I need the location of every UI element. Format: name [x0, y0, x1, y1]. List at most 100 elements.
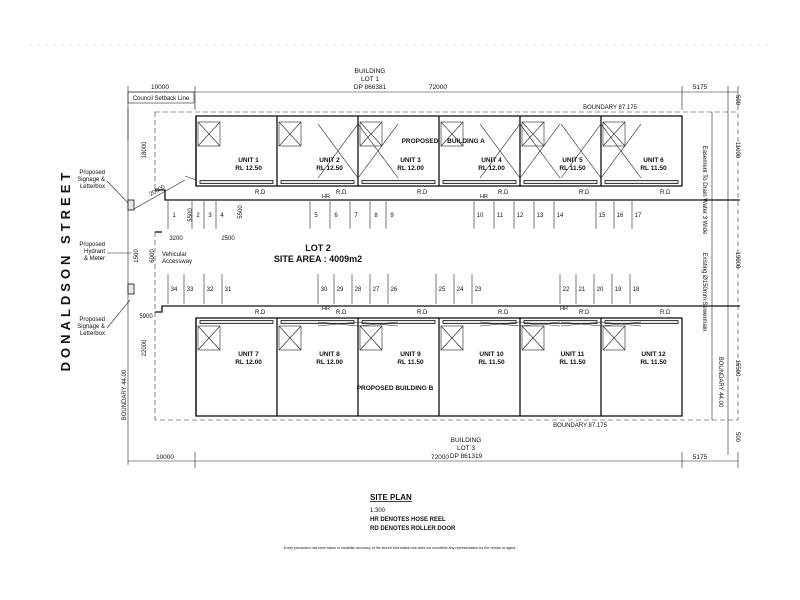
svg-text:Signage &: Signage & [77, 177, 105, 183]
parking-space: 14 [553, 201, 564, 229]
roller-door-label: R.D [498, 310, 509, 316]
parking-space-number: 2 [196, 213, 200, 219]
legend: SITE PLAN 1:300 HR DENOTES HOSE REEL RD … [370, 493, 456, 532]
parking-space: 25 [435, 274, 446, 304]
parking-space: 15 [595, 201, 606, 229]
unit-rl: RL 11.50 [397, 359, 424, 366]
parking-space-number: 19 [615, 287, 622, 293]
parking-space-number: 31 [225, 287, 232, 293]
svg-text:LOT 3: LOT 3 [457, 445, 475, 452]
garage-door [199, 180, 274, 184]
unit-name: UNIT 11 [561, 351, 585, 358]
parking-space-number: 5 [314, 213, 318, 219]
parking-space-number: 22 [563, 287, 570, 293]
parking-space-number: 16 [617, 213, 624, 219]
parking-space: 9 [385, 201, 394, 229]
svg-text:& Meter: & Meter [84, 256, 105, 262]
garage-door [604, 180, 679, 184]
roller-door-label: R.D [660, 310, 671, 316]
left-notes: Proposed Signage & Letterbox Proposed Hy… [77, 170, 135, 337]
parking-space-number: 25 [439, 287, 446, 293]
dim-top-left: 10000 [151, 84, 169, 91]
parking-space: 11 [493, 201, 504, 229]
svg-text:11000: 11000 [734, 142, 740, 159]
svg-text:5500: 5500 [238, 205, 244, 219]
svg-text:6000: 6000 [150, 249, 156, 263]
svg-text:500: 500 [734, 95, 740, 106]
svg-text:Letterbox: Letterbox [80, 184, 105, 190]
svg-text:DP 866381: DP 866381 [354, 84, 387, 91]
parking-space: 1 [167, 201, 176, 229]
svg-text:1500: 1500 [134, 249, 140, 263]
parking-space-number: 23 [475, 287, 482, 293]
garage-door [604, 320, 679, 324]
garage-door [523, 180, 598, 184]
parking-space: 16 [613, 201, 624, 229]
boundary-south: BOUNDARY 87.175 [553, 423, 607, 429]
svg-text:BUILDING A: BUILDING A [447, 138, 485, 145]
boundary-north: BOUNDARY 87.175 [583, 105, 637, 111]
parking-space-number: 10 [477, 213, 484, 219]
parking-space-number: 29 [337, 287, 344, 293]
unit-name: UNIT 2 [319, 157, 340, 164]
lot-name: LOT 2 [305, 243, 331, 253]
garage-door [442, 180, 517, 184]
unit-name: UNIT 7 [238, 351, 259, 358]
svg-text:5175: 5175 [693, 454, 708, 461]
unit-rl: RL 11.50 [559, 359, 586, 366]
roller-door-label: R.D [417, 190, 428, 196]
svg-text:Accessway: Accessway [162, 259, 192, 265]
parking-space-number: 15 [599, 213, 606, 219]
parking-space-number: 14 [557, 213, 564, 219]
svg-text:Hydrant: Hydrant [84, 249, 105, 255]
svg-text:22000: 22000 [142, 339, 148, 356]
parking-space: 24 [453, 274, 464, 304]
unit-rl: RL 12.00 [397, 165, 424, 172]
parking-space: 6 [329, 201, 338, 229]
svg-text:LOT 1: LOT 1 [361, 76, 379, 83]
svg-text:PROPOSED BUILDING B: PROPOSED BUILDING B [357, 385, 434, 392]
garage-door [361, 180, 436, 184]
parking-space-number: 6 [334, 213, 338, 219]
svg-text:Signage &: Signage & [77, 324, 105, 330]
setback-box [127, 91, 195, 104]
north-building-label: BUILDING LOT 1 DP 866381 [354, 68, 387, 91]
parking-space-number: 3 [208, 213, 212, 219]
svg-text:15500: 15500 [734, 360, 740, 377]
parking-space-number: 11 [497, 213, 504, 219]
boundary-east: BOUNDARY 44.00 [717, 357, 723, 408]
unit-name: UNIT 12 [641, 351, 666, 358]
parking-space: 2 [191, 201, 200, 229]
parking-space: 18 [629, 274, 640, 304]
svg-text:5500: 5500 [188, 208, 194, 222]
bottom-unit-3: UNIT 9RL 11.50R.D [357, 310, 436, 416]
parking-space: 3 [203, 201, 212, 229]
top-unit-6: UNIT 6RL 11.50R.D [600, 116, 679, 196]
unit-rl: RL 12.00 [316, 359, 343, 366]
unit-rl: RL 11.50 [640, 359, 667, 366]
dim-top-right: 5175 [693, 84, 708, 91]
south-building-label: BUILDING LOT 3 DP 861319 [450, 437, 483, 460]
legend-scale: 1:300 [370, 508, 386, 514]
svg-text:10000: 10000 [156, 454, 174, 461]
top-unit-3: UNIT 3RL 12.00R.D [357, 116, 436, 196]
parking-space: 22 [559, 274, 570, 304]
parking-space-number: 28 [355, 287, 362, 293]
parking-space: 31 [221, 274, 232, 304]
roller-door-label: R.D [417, 310, 428, 316]
unit-name: UNIT 8 [319, 351, 340, 358]
parking-space: 29 [333, 274, 344, 304]
svg-text:20000: 20000 [149, 184, 167, 198]
svg-text:Letterbox: Letterbox [80, 331, 105, 337]
unit-name: UNIT 3 [400, 157, 421, 164]
svg-text:PROPOSED: PROPOSED [402, 138, 439, 145]
parking-space: 13 [533, 201, 544, 229]
parking-space: 10 [473, 201, 484, 229]
parking-space: 34 [167, 274, 178, 304]
unit-name: UNIT 6 [643, 157, 664, 164]
driveway: Vehicular Accessway [155, 175, 740, 313]
svg-text:2500: 2500 [221, 236, 235, 242]
roller-door-label: R.D [255, 310, 266, 316]
parking-space-number: 27 [373, 287, 380, 293]
bottom-dimensions: 10000 72000 5175 [128, 452, 739, 468]
